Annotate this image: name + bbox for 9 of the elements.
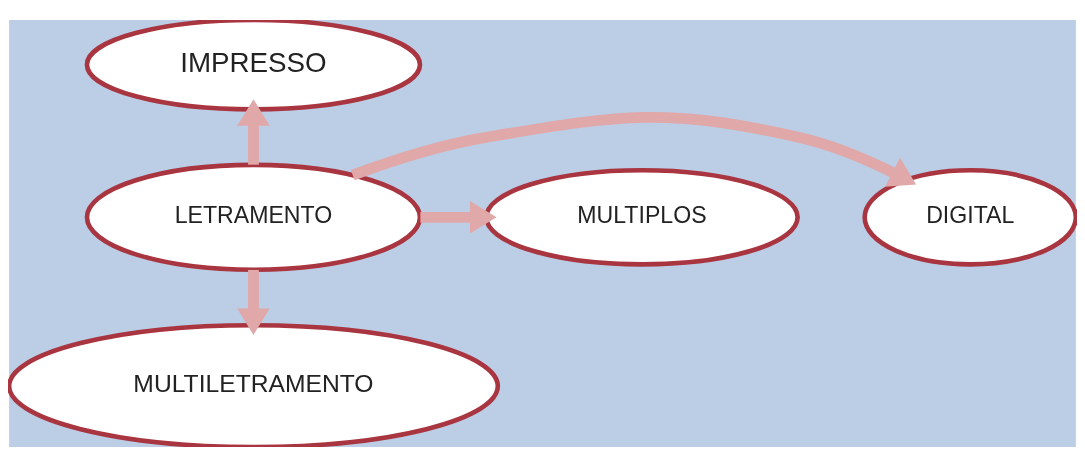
node-ellipse: LETRAMENTO: [84, 162, 423, 272]
node-ellipse: MULTILETRAMENTO: [8, 322, 501, 447]
arrow: [420, 200, 497, 234]
arrow: [237, 98, 270, 165]
node-ellipse: DIGITAL: [862, 167, 1077, 267]
arrow: [350, 111, 917, 187]
node-ellipse: IMPRESSO: [84, 19, 423, 112]
node-ellipse: MULTIPLOS: [483, 167, 800, 267]
arrow: [237, 269, 270, 335]
